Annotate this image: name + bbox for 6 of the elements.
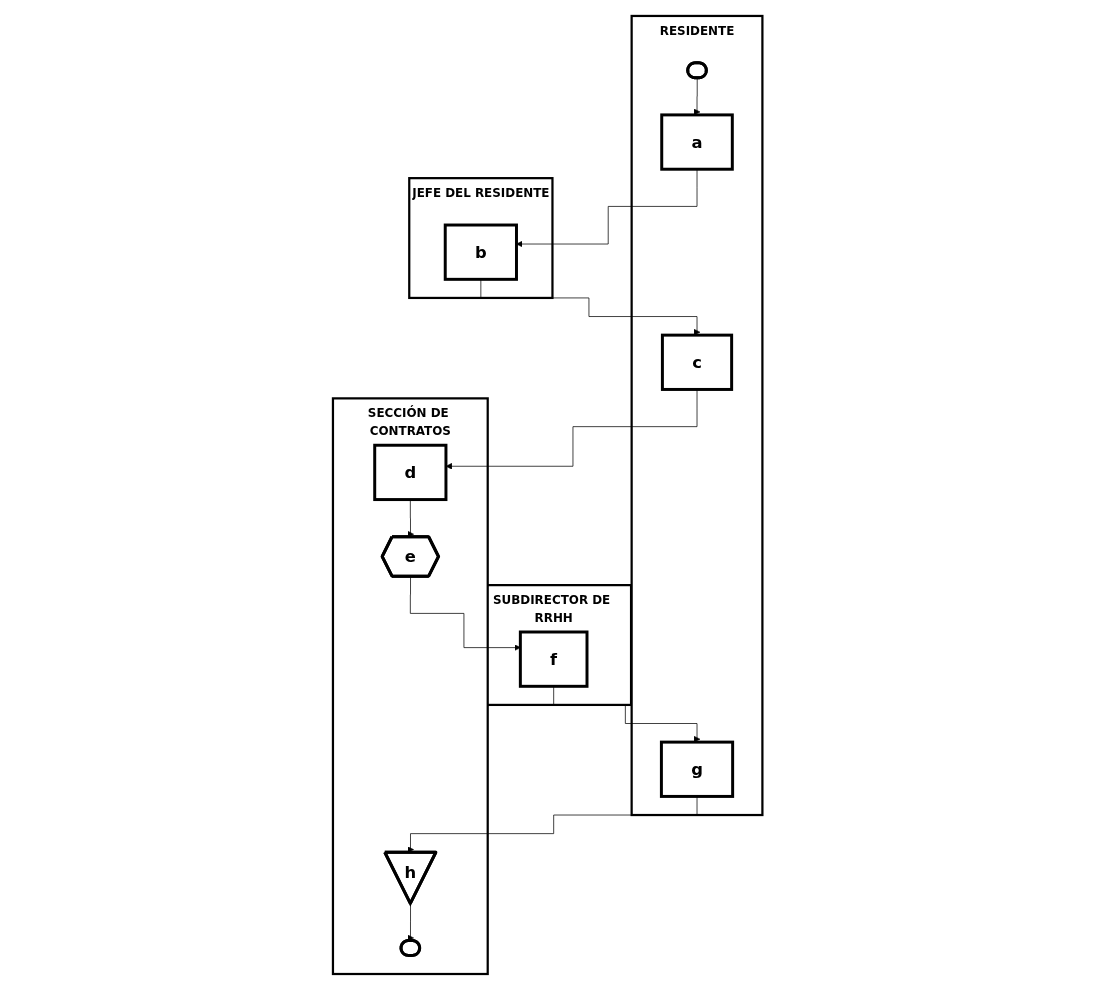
node-box: b [443, 223, 518, 281]
node-box: f [518, 630, 589, 688]
node-box: g [659, 740, 734, 798]
node-box: c [660, 333, 733, 391]
node-box: a [660, 113, 734, 171]
node-box: d [373, 443, 448, 502]
